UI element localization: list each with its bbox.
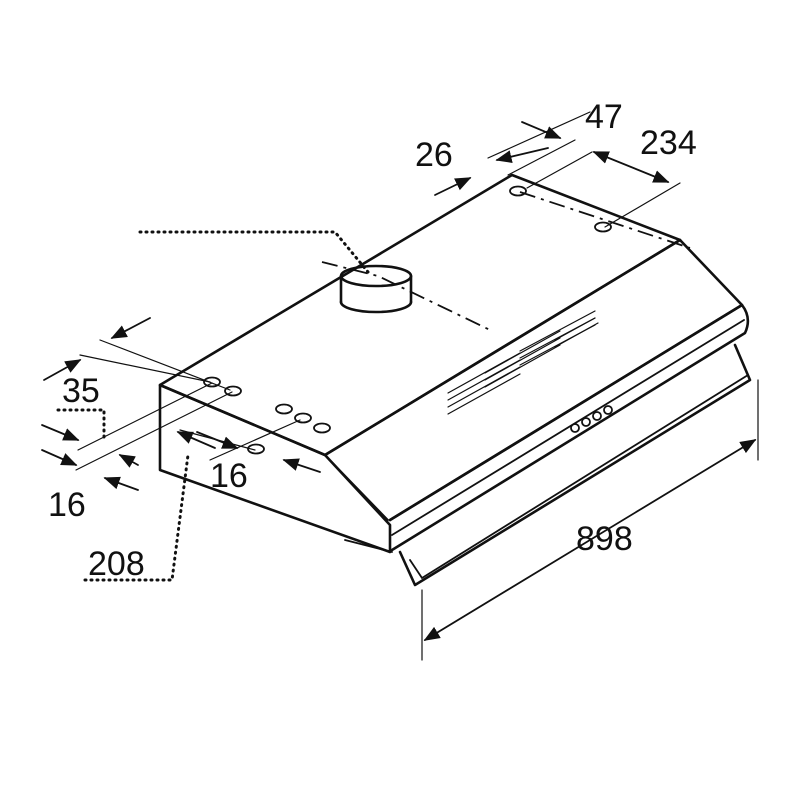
dim-898-label: 898 (576, 520, 633, 558)
dim-47-label: 47 (585, 98, 623, 136)
hood-underside-edge (344, 539, 393, 553)
dim-208-label: 208 (88, 545, 145, 583)
dim-234-label: 234 (640, 124, 697, 162)
grease-filter-grilles (447, 310, 599, 415)
d35-leader (56, 408, 106, 442)
collar-leader (138, 230, 370, 274)
dim-47 (487, 111, 591, 176)
control-knobs (570, 405, 613, 433)
dim-35-label: 35 (62, 372, 100, 410)
exhaust-collar (339, 264, 413, 314)
hood-front-panel (323, 238, 744, 522)
dim-26 (434, 177, 472, 196)
mounting-holes (203, 185, 612, 455)
hood-top-panel (158, 173, 682, 457)
dim-16-left-label: 16 (48, 486, 86, 524)
d208-leader (83, 453, 190, 582)
dim-left-extension-lines (41, 317, 233, 491)
hood-left-side-edge (324, 454, 389, 521)
dim-898 (421, 379, 759, 661)
hood-front-strip-line (391, 319, 745, 536)
dim-26-label: 26 (415, 136, 453, 174)
dim-16-front-label: 16 (210, 457, 248, 495)
hood-body (158, 173, 752, 587)
hood-right-edge (679, 239, 743, 306)
dim-234 (526, 151, 681, 228)
rear-hole-centre-line (519, 191, 691, 249)
dim-16-front (176, 419, 321, 473)
hood-left-side (158, 383, 392, 554)
